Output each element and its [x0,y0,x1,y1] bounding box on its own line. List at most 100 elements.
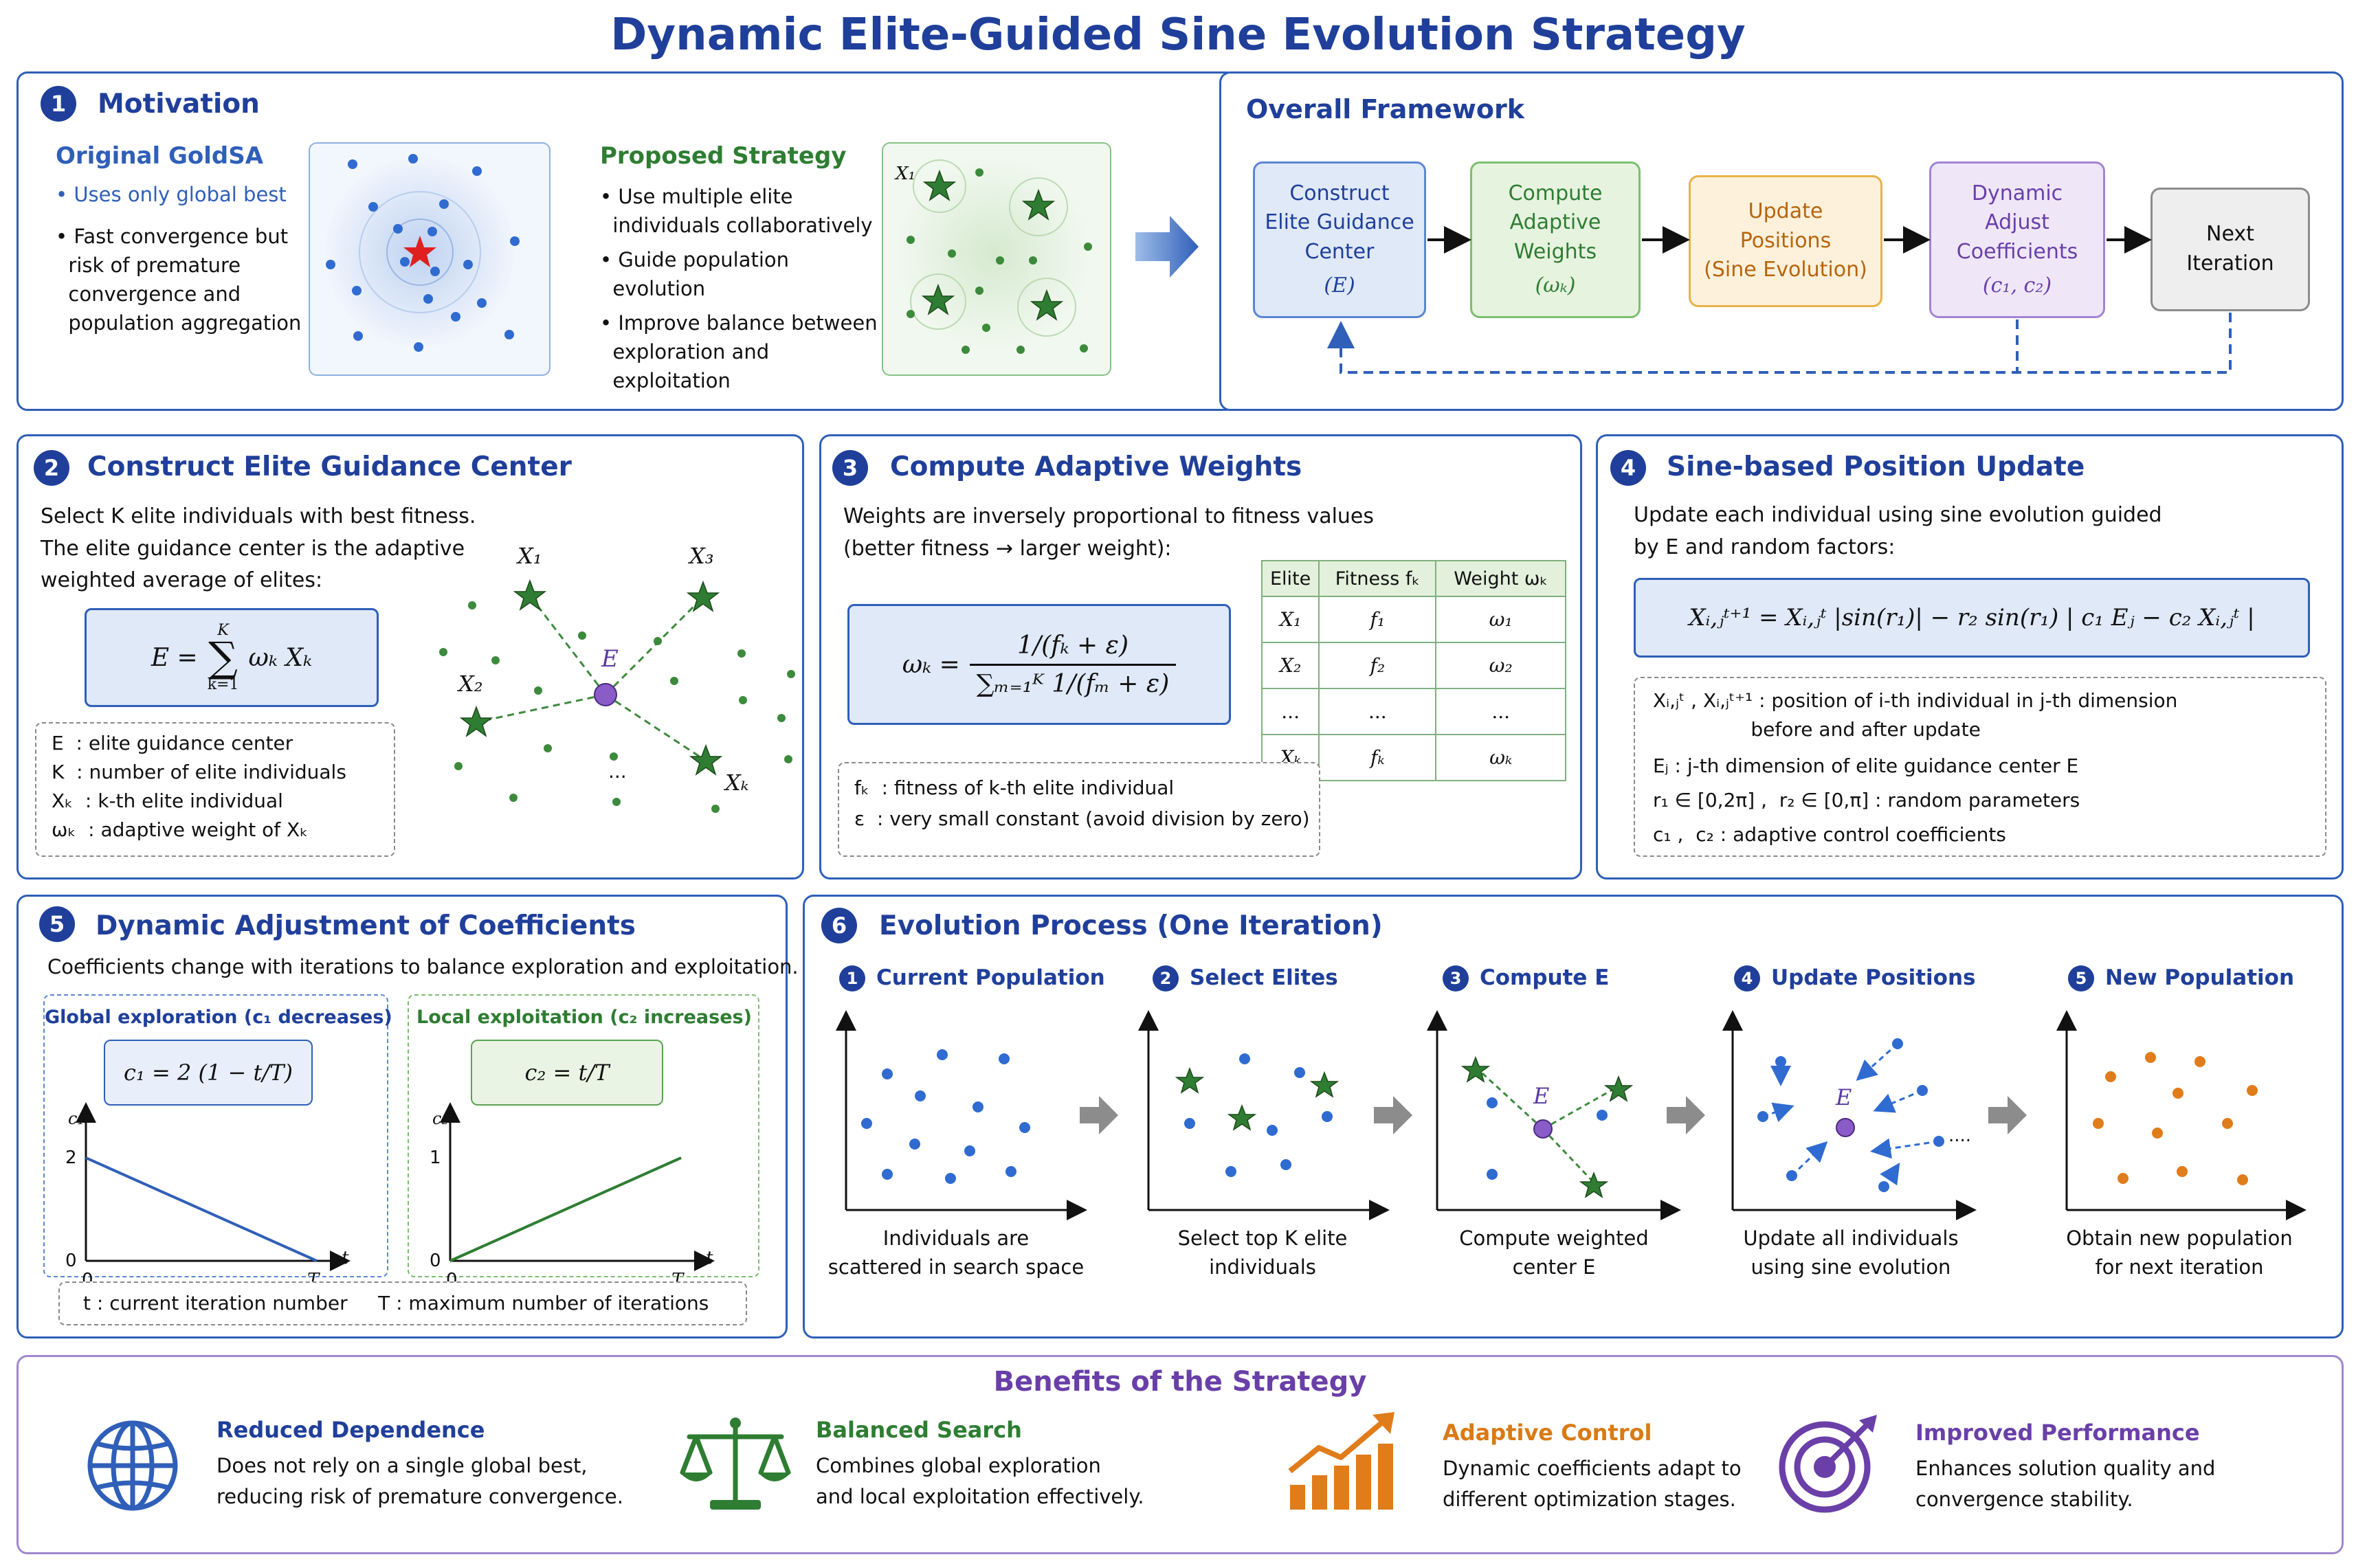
elite-center-panel: 2 Construct Elite Guidance Center Select… [16,434,804,880]
proposed-strategy-title: Proposed Strategy [600,142,847,170]
framework-box-update-positions: Update Positions (Sine Evolution) [1689,175,1882,307]
evolution-process-panel: 6 Evolution Process (One Iteration) 1 Cu… [803,895,2344,1339]
benefit-title: Reduced Dependence [216,1417,485,1443]
balance-scale-icon [680,1418,791,1510]
framework-box-dynamic-coefficients: Dynamic Adjust Coefficients (c₁, c₂) [1929,161,2105,318]
coefficients-legend: t : current iteration number T : maximum… [58,1281,747,1325]
c2-x-t: t [706,1248,713,1268]
sine-update-equation: Xᵢ,ⱼᵗ⁺¹ = Xᵢ,ⱼᵗ |sin(r₁)| − r₂ sin(r₁) |… [1634,578,2310,658]
label-xk: Xₖ [725,770,749,796]
proposed-scatter-plot: X₁ [882,142,1111,376]
step-caption: Compute weighted center E [1459,1227,1649,1279]
original-bullet-global-best: • Uses only global best [56,183,287,206]
section-title: Motivation [98,89,260,120]
local-exploitation-title: Local exploitation (c₂ increases) [416,1007,752,1028]
original-goldsa-title: Original GoldSA [56,142,264,170]
table-row: ......... [1260,688,1566,735]
section-number-badge: 6 [821,908,857,943]
elite-center-legend: E : elite guidance center K : number of … [35,722,395,857]
adaptive-weights-panel: 3 Compute Adaptive Weights Weights are i… [819,434,1582,880]
benefits-title: Benefits of the Strategy [993,1366,1367,1398]
step-title: Current Population [876,965,1105,990]
local-exploitation-box: Local exploitation (c₂ increases) c₂ = t… [408,994,759,1290]
section-title: Sine-based Position Update [1667,451,2085,482]
original-bullet-convergence: • Fast convergence but risk of premature… [56,225,302,335]
framework-box-construct-center: Construct Elite Guidance Center (E) [1253,161,1426,318]
step-caption: Select top K elite individuals [1177,1227,1348,1279]
label-x3: X₃ [689,543,714,569]
step-badge: 3 [1443,965,1469,992]
goldsa-scatter-svg [324,154,520,352]
section-number-badge: 4 [1610,450,1646,486]
sine-update-intro: Update each individual using sine evolut… [1634,503,2162,559]
proposed-bullet-multiple-elites: • Use multiple elite individuals collabo… [600,185,873,238]
c2-equation: c₂ = t/T [471,1040,663,1106]
page-title: Dynamic Elite-Guided Sine Evolution Stra… [610,10,1746,60]
section-title: Dynamic Adjustment of Coefficients [96,910,636,941]
c1-x-t: t [342,1248,349,1268]
target-icon [1779,1415,1877,1513]
adaptive-weights-legend: fₖ : fitness of k-th elite individual ε … [838,762,1320,857]
step-title: Update Positions [1771,965,1976,990]
proposed-bullet-guide: • Guide population evolution [600,248,790,301]
global-exploration-box: Global exploration (c₁ decreases) c₁ = 2… [43,994,392,1290]
framework-box-next-iteration: Next Iteration [2151,188,2310,311]
benefit-text: Enhances solution quality and convergenc… [1915,1457,2216,1511]
motivation-to-framework-arrow [1135,216,1199,278]
c1-equation: c₁ = 2 (1 − t/T) [104,1040,313,1106]
step-badge: 2 [1153,965,1179,992]
elite-x1-label: X₁ [896,164,915,184]
global-best-star [403,236,436,267]
section-number-badge: 3 [832,450,868,486]
benefits-panel: Benefits of the Strategy Reduced Depende… [16,1355,2344,1554]
c2-axis-label: c₂ [432,1109,449,1128]
benefit-text: Does not rely on a single global best, r… [216,1454,623,1508]
step-badge: 1 [839,965,865,992]
benefit-text: Dynamic coefficients adapt to different … [1443,1457,1742,1511]
c1-axis-label: c₁ [68,1109,85,1128]
elite-center-equation: E = K ∑ k=1 ωₖ Xₖ [85,608,379,707]
section-title: Compute Adaptive Weights [890,451,1302,482]
plot4-dots: .... [1948,1125,1972,1146]
step-badge: 5 [2068,965,2094,992]
step-badge: 4 [1734,965,1760,992]
elite-center-diagram [439,579,795,813]
evolution-process-diagrams [836,1010,2307,1220]
c2-y-zero: 0 [430,1251,441,1271]
section-number-badge: 1 [41,86,76,122]
adaptive-weights-equation: ωₖ = 1/(fₖ + ε) ∑ₘ₌₁ᴷ 1/(fₘ + ε) [847,604,1231,725]
c1-decreasing-line [76,1102,351,1271]
label-dots: ... [608,760,627,783]
c1-y-top: 2 [65,1147,77,1168]
benefit-text: Combines global exploration and local ex… [816,1454,1144,1508]
step-caption: Update all individuals using sine evolut… [1743,1227,1959,1279]
section-title: Construct Elite Guidance Center [87,451,572,482]
plot4-e-label: E [1836,1084,1852,1110]
framework-panel: Overall Framework Construct Elite Guidan… [1219,71,2344,411]
sine-update-panel: 4 Sine-based Position Update Update each… [1596,434,2344,880]
sine-update-legend: Xᵢ,ⱼᵗ , Xᵢ,ⱼᵗ⁺¹ : position of i-th indiv… [1634,677,2326,857]
adaptive-weights-intro: Weights are inversely proportional to fi… [843,504,1375,561]
benefit-title: Balanced Search [816,1417,1022,1443]
section-number-badge: 5 [39,906,75,942]
step-caption: Obtain new population for next iteration [2066,1227,2293,1279]
framework-title: Overall Framework [1246,94,1525,124]
step-caption: Individuals are scattered in search spac… [827,1227,1085,1279]
goldsa-scatter-plot [309,142,551,376]
benefit-title: Improved Performance [1915,1420,2200,1446]
section-title: Evolution Process (One Iteration) [879,910,1383,941]
c2-y-top: 1 [430,1147,441,1168]
globe-icon [87,1420,178,1511]
coefficients-intro: Coefficients change with iterations to b… [47,955,799,978]
benefit-title: Adaptive Control [1443,1420,1652,1446]
section-number-badge: 2 [34,450,69,486]
label-x2: X₂ [458,671,483,697]
step-title: New Population [2105,965,2295,990]
proposed-bullet-balance: • Improve balance between exploration an… [600,311,878,393]
coefficients-panel: 5 Dynamic Adjustment of Coefficients Coe… [16,895,799,1339]
elite-center-intro: Select K elite individuals with best fit… [41,504,476,592]
label-x1: X₁ [518,543,542,569]
